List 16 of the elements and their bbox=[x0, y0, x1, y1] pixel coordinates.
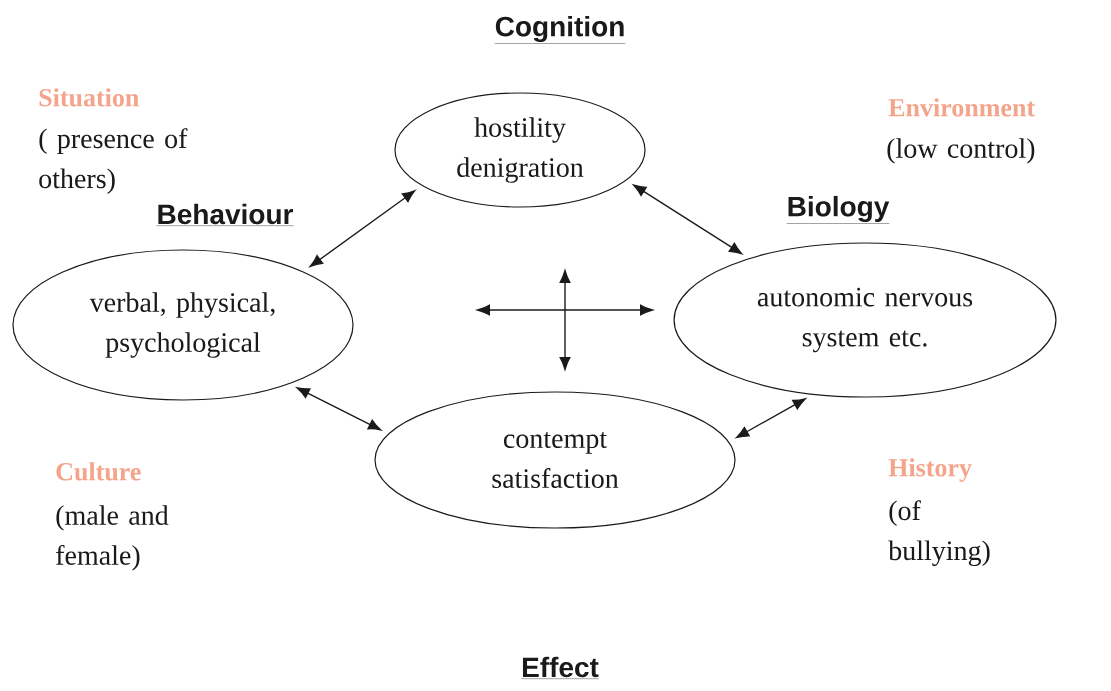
heading: Cognition bbox=[494, 15, 626, 44]
factor-heading: History bbox=[888, 458, 972, 482]
factor-note: (low control) bbox=[887, 138, 1035, 164]
arrow bbox=[633, 184, 743, 255]
factor-heading: Situation bbox=[39, 88, 139, 107]
heading: Biology bbox=[786, 195, 890, 224]
heading: Effect bbox=[520, 656, 600, 679]
factor-heading: Culture bbox=[56, 462, 141, 481]
factor-note: (of bullying) bbox=[888, 500, 990, 566]
heading: Behaviour bbox=[156, 203, 294, 226]
arrow bbox=[735, 398, 806, 439]
factor-note: (male and female) bbox=[56, 505, 169, 571]
factor-note: ( presence of others) bbox=[39, 128, 188, 194]
factor-heading: Environment bbox=[888, 98, 1035, 117]
arrow bbox=[296, 387, 382, 431]
arrow bbox=[309, 190, 416, 267]
